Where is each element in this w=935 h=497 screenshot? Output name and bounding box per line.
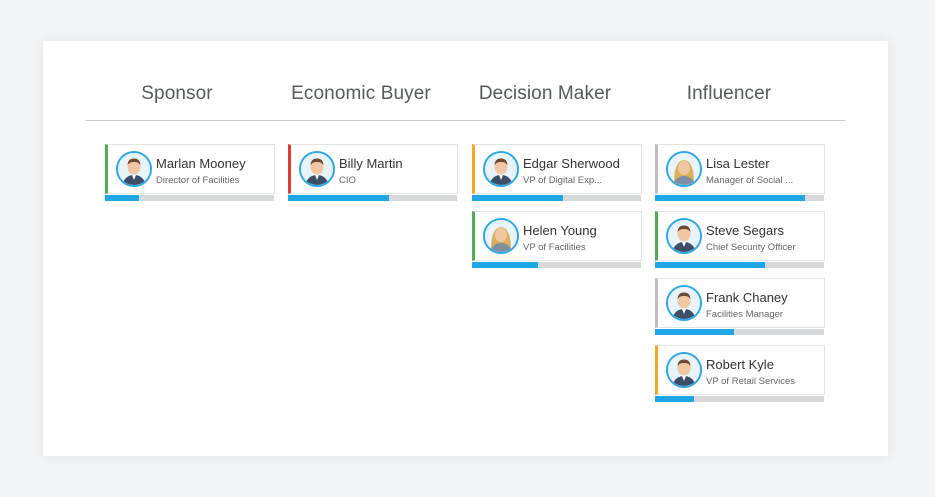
progress-track: [655, 262, 824, 268]
progress-fill: [105, 195, 139, 201]
contact-role: VP of Digital Exp...: [523, 175, 603, 186]
org-chart-panel: Sponsor Economic Buyer Decision Maker In…: [43, 41, 888, 456]
contact-role: CIO: [339, 175, 356, 186]
progress-track: [288, 195, 457, 201]
avatar: [666, 218, 702, 254]
column-title-economic-buyer: Economic Buyer: [291, 83, 431, 104]
contact-name: Marlan Mooney: [156, 156, 246, 171]
progress-track: [472, 195, 641, 201]
progress-fill: [472, 262, 538, 268]
contact-card-body[interactable]: Edgar Sherwood VP of Digital Exp...: [472, 144, 642, 194]
contact-name: Frank Chaney: [706, 290, 788, 305]
progress-fill: [655, 329, 735, 335]
progress-fill: [288, 195, 390, 201]
column-title-decision-maker: Decision Maker: [478, 83, 612, 104]
column-title-sponsor: Sponsor: [141, 83, 213, 104]
contact-card-robert-kyle[interactable]: Robert Kyle VP of Retail Services: [655, 345, 825, 404]
avatar: [116, 151, 152, 187]
contact-role: VP of Retail Services: [706, 376, 796, 387]
column-title-influencer: Influencer: [686, 83, 772, 104]
column-header-row: Sponsor Economic Buyer Decision Maker In…: [85, 83, 845, 121]
progress-fill: [655, 195, 806, 201]
progress-track: [472, 262, 641, 268]
avatar: [483, 218, 519, 254]
progress-track: [655, 195, 824, 201]
contact-name: Robert Kyle: [706, 357, 774, 372]
contact-name: Billy Martin: [339, 156, 403, 171]
progress-track: [655, 329, 824, 335]
contact-role: VP of Facilities: [523, 242, 586, 253]
column-decision-maker: Edgar Sherwood VP of Digital Exp... Helen …: [472, 144, 642, 278]
contact-card-edgar-sherwood[interactable]: Edgar Sherwood VP of Digital Exp...: [472, 144, 642, 203]
progress-fill: [472, 195, 564, 201]
contact-card-body[interactable]: Helen Young VP of Facilities: [472, 211, 642, 261]
header-divider: [85, 120, 845, 121]
contact-card-body[interactable]: Robert Kyle VP of Retail Services: [655, 345, 825, 395]
avatar: [666, 352, 702, 388]
contact-name: Steve Segars: [706, 223, 785, 238]
contact-name: Helen Young: [523, 223, 597, 238]
contact-role: Manager of Social ...: [706, 175, 794, 186]
progress-track: [105, 195, 274, 201]
avatar: [666, 151, 702, 187]
avatar: [666, 285, 702, 321]
progress-track: [655, 396, 824, 402]
avatar: [483, 151, 519, 187]
contact-name: Lisa Lester: [706, 156, 770, 171]
contact-name: Edgar Sherwood: [523, 156, 620, 171]
contact-role: Facilities Manager: [706, 309, 784, 320]
progress-fill: [655, 396, 694, 402]
contact-role: Chief Security Officer: [706, 242, 796, 253]
avatar: [299, 151, 335, 187]
contact-role: Director of Facilities: [156, 175, 240, 186]
progress-fill: [655, 262, 765, 268]
contact-card-helen-young[interactable]: Helen Young VP of Facilities: [472, 211, 642, 270]
